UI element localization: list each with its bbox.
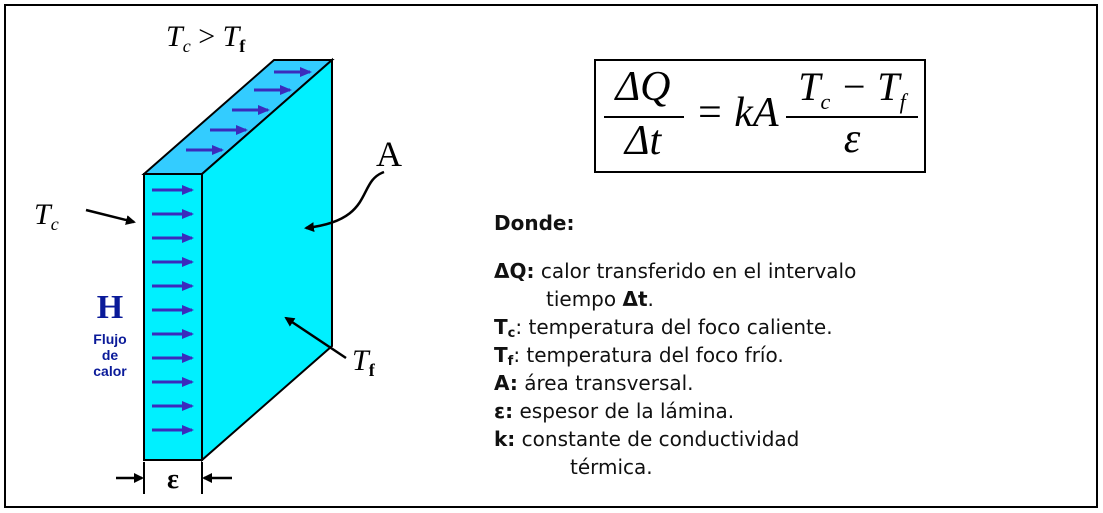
hot-side-arrow [85, 208, 136, 225]
area-pointer-arrow [304, 170, 385, 233]
edge-flux-arrows [152, 185, 194, 435]
formula-equals-kA: = kA [695, 90, 779, 136]
legend-epsilon: ε: espesor de la lámina. [494, 399, 735, 423]
slab-edge-face [143, 173, 203, 461]
flux-caption-line2: de [102, 347, 119, 363]
legend-k-cont: térmica. [570, 455, 653, 479]
legend-dQ: ΔQ: calor transferido en el intervalo [494, 259, 857, 283]
formula-left-fraction-bar [604, 116, 684, 118]
legend-Tf: Tf: temperatura del foco frío. [494, 343, 784, 369]
hot-side-label: Tc [34, 198, 59, 234]
area-label: A [376, 134, 402, 174]
formula-box: ΔQ Δt = kA Tc − Tf ε [594, 59, 926, 173]
figure-frame: Tc > Tf Tc A Tf H Flujo de calor ε ΔQ Δt… [4, 4, 1098, 508]
formula-denominator: ε [843, 116, 861, 162]
flux-caption-line3: calor [93, 363, 127, 379]
legend-dQ-cont: tiempo Δt. [546, 287, 654, 311]
formula-right-fraction-bar [786, 116, 918, 118]
flux-symbol: H [97, 289, 123, 326]
formula-numerator: Tc − Tf [798, 64, 906, 114]
legend-title: Donde: [494, 211, 575, 235]
formula-dQ: ΔQ [615, 64, 671, 110]
formula-dt: Δt [624, 118, 662, 164]
top-temperature-label: Tc > Tf [166, 20, 246, 56]
flux-caption-line1: Flujo [93, 331, 126, 347]
cold-side-arrow [284, 316, 347, 360]
legend-k: k: constante de conductividad [494, 427, 800, 451]
legend-A: A: área transversal. [494, 371, 694, 395]
heat-slab-diagram: Tc > Tf Tc A Tf H Flujo de calor ε [34, 20, 402, 495]
thickness-symbol: ε [167, 464, 179, 495]
top-flux-arrows [186, 67, 312, 155]
legend-Tc: Tc: temperatura del foco caliente. [494, 315, 833, 341]
cold-side-label: Tf [352, 344, 376, 380]
slab-side-face [201, 57, 333, 463]
